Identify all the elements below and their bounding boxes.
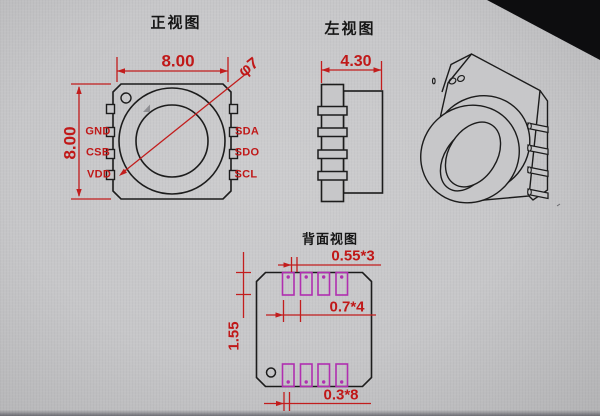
pin-label-csb: CSB [85,146,111,159]
back-view-drawing [255,271,373,388]
front-left-pins [105,103,116,181]
pin-label-scl: SCL [234,168,258,181]
back-package-outline [255,271,373,388]
pin-label-gnd: GND [85,125,111,138]
left-view-pin-strip [320,83,345,203]
sensor-opening-inner-circle [135,104,209,178]
left-view-body [342,90,384,194]
front-view-drawing [105,83,239,200]
front-package-outline [112,83,232,200]
photo-artifact-triangle [143,104,150,112]
front-right-pins [228,103,239,181]
back-view-pads [281,271,349,388]
back-pad-pitch-dimension: 0.7*4 [329,298,365,316]
iso-view-drawing [420,53,561,207]
back-view-title: 背面视图 [301,231,359,247]
back-pad-width-dimension: 0.3*8 [323,386,359,404]
back-pad-length-dimension: 1.55 [225,321,243,351]
pin-label-sda: SDA [234,125,260,138]
iso-hole-front [444,121,502,188]
sensor-opening-outer-circle [118,87,226,195]
back-view-dimensions [236,252,381,411]
front-height-dimension: 8.00 [60,126,80,160]
pin-label-vdd: VDD [86,168,112,181]
front-view-dimensions [71,57,248,200]
pin-label-sdo: SDO [234,146,260,159]
left-view-title: 左视图 [324,20,376,38]
front-view-title: 正视图 [150,14,202,32]
left-view-pin-tabs [317,105,348,181]
back-pad-gap-dimension: 0.55*3 [331,247,375,265]
pin1-indicator-circle [120,92,132,104]
left-view-width-dimension: 4.30 [340,53,372,70]
left-view-drawing [317,83,384,203]
left-view-dimensions [320,61,383,90]
iso-side-pins [527,122,549,200]
back-pin1-indicator-circle [265,367,277,378]
front-width-dimension: 8.00 [161,51,195,71]
